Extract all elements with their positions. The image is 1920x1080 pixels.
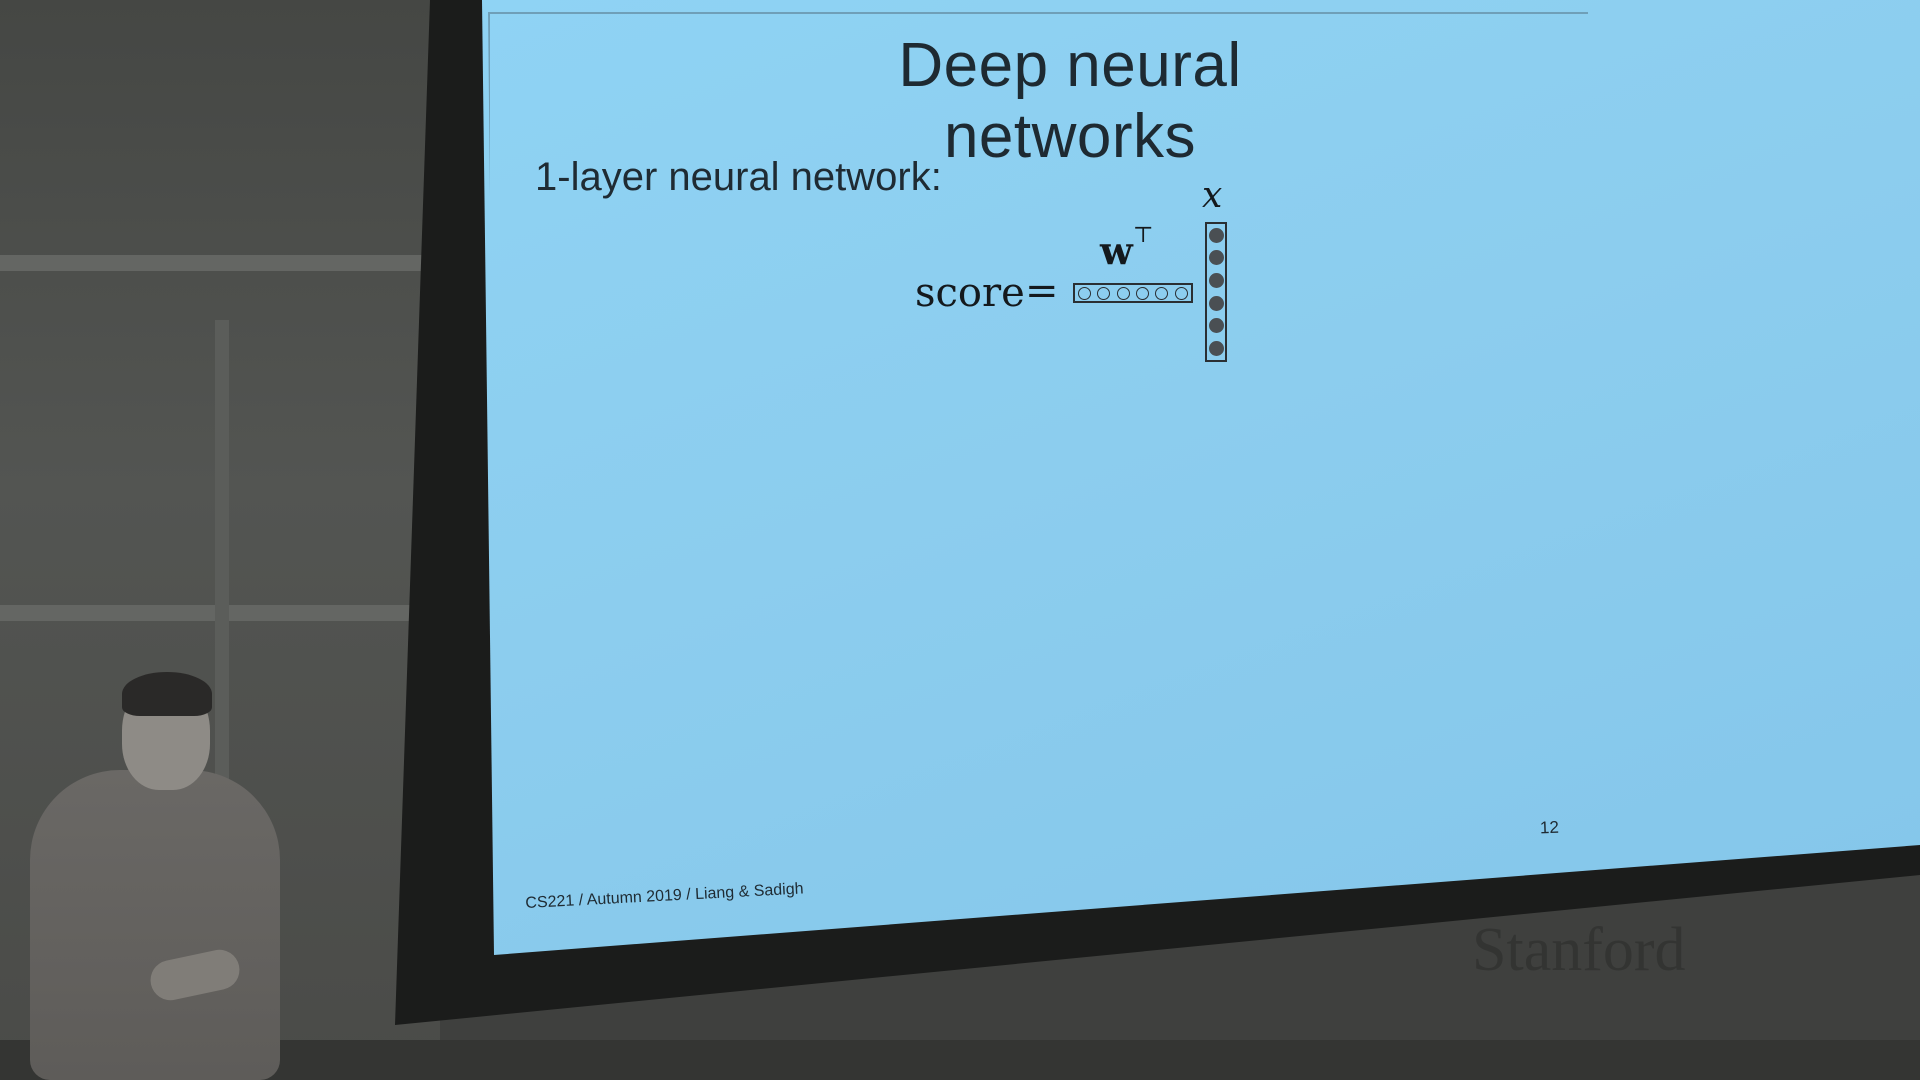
weight-node <box>1078 286 1092 300</box>
stanford-logo: Stanford <box>1472 916 1686 984</box>
input-node <box>1208 273 1224 289</box>
weight-transpose: w⊤ <box>1100 223 1153 273</box>
presenter-hair <box>122 672 212 716</box>
equation-lhs: score <box>915 270 1025 316</box>
input-column-vector <box>1205 222 1227 362</box>
stage-floor <box>0 1040 1920 1080</box>
transpose-symbol: ⊤ <box>1132 223 1154 249</box>
page-number: 12 <box>1539 817 1560 838</box>
weight-row-vector <box>1073 283 1193 303</box>
slide-title: Deep neural networks <box>898 31 1242 171</box>
input-node <box>1208 318 1224 334</box>
presenter-body <box>30 770 280 1080</box>
input-node <box>1208 341 1224 357</box>
weight-node <box>1136 286 1150 300</box>
projector-screen <box>482 0 1920 955</box>
weight-node <box>1174 286 1188 300</box>
input-node <box>1208 227 1224 243</box>
weight-node <box>1097 286 1111 300</box>
input-node <box>1208 250 1224 266</box>
window-frame <box>0 255 440 271</box>
weight-symbol: w <box>1100 228 1133 273</box>
equation-equals: = <box>1025 268 1059 314</box>
weight-node <box>1155 286 1169 300</box>
input-symbol: x <box>1202 175 1223 216</box>
input-node <box>1208 295 1224 311</box>
weight-node <box>1116 286 1130 300</box>
slide-subtitle: 1-layer neural network: <box>535 155 942 199</box>
